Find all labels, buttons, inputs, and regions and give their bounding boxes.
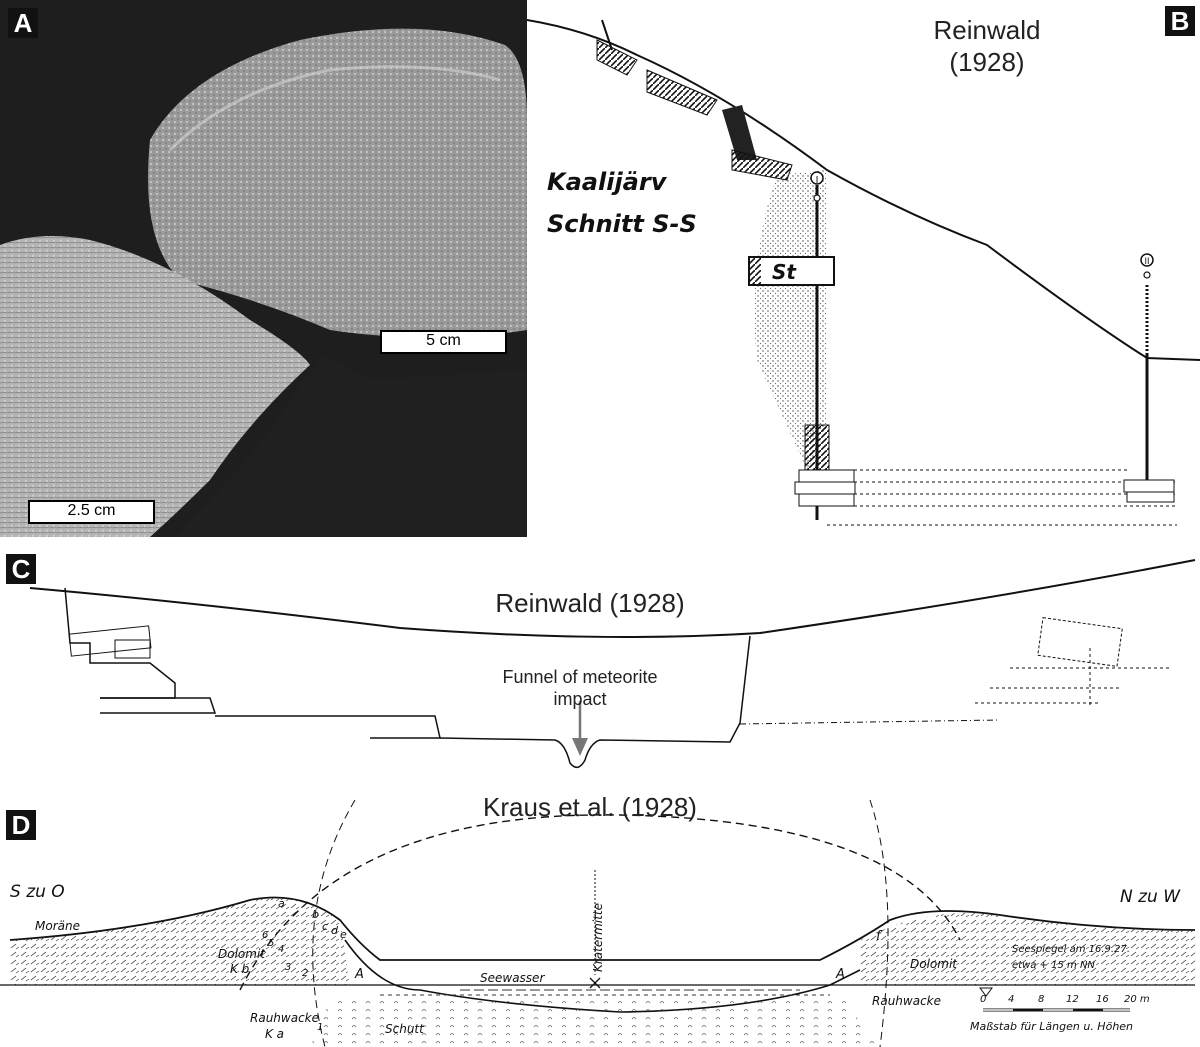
hand-label-schnitt: Schnitt S-S — [547, 210, 697, 238]
panel-b-title: Reinwald (1928) — [887, 14, 1087, 78]
scale-tick-16: 16 — [1096, 994, 1109, 1005]
section-drawing-d: S zu O N zu W Moräne Dolomit K b Rauhwac… — [0, 799, 1196, 1047]
panel-letter-d: D — [6, 810, 36, 840]
label-dolomit-right: Dolomit — [910, 957, 958, 971]
point-a-left: A — [354, 967, 364, 982]
label-n-zu-w: N zu W — [1120, 887, 1181, 907]
scale-tick-4: 4 — [1008, 994, 1014, 1005]
scale-tick-0: 0 — [980, 994, 986, 1005]
panel-b-title-line2: (1928) — [949, 47, 1025, 77]
panel-d-cross-section: S zu O N zu W Moräne Dolomit K b Rauhwac… — [0, 790, 1200, 1047]
panel-letter-c: C — [6, 554, 36, 584]
section-drawing-b: Kaalijärv Schnitt S-S St I II — [527, 19, 1200, 526]
scale-tick-20: 20 m — [1124, 994, 1150, 1005]
layer-number-2: 2 — [302, 968, 308, 979]
label-seespiegel-1: Seespiegel am 16.9.27. — [1012, 944, 1130, 955]
label-dolomit-left: Dolomit — [218, 947, 266, 961]
rock-photo — [0, 0, 527, 537]
hand-label-kaalijarv: Kaalijärv — [547, 168, 668, 196]
ground-surface-d — [9, 896, 1196, 961]
panel-letter-b: B — [1165, 6, 1195, 36]
scale-bar-2-5cm: 2.5 cm — [28, 500, 155, 524]
panel-a-photograph: A 5 cm 2.5 cm — [0, 0, 527, 537]
layer-letter-a: a — [278, 897, 285, 910]
borehole-marker-1: I — [816, 175, 819, 186]
layer-number-6: 6 — [262, 930, 268, 941]
surface-profile-c — [29, 559, 1196, 638]
layer-number-3: 3 — [285, 962, 291, 973]
annotation-funnel-line1: Funnel of meteorite — [502, 667, 658, 687]
panel-b-section: Kaalijärv Schnitt S-S St I II Reinwald (… — [527, 0, 1200, 545]
label-rauhwacke-left: Rauhwacke — [250, 1011, 319, 1025]
panel-letter-a: A — [8, 8, 38, 38]
layer-number-5: 5 — [268, 938, 274, 949]
layer-letter-b: b — [312, 908, 319, 921]
label-seewasser: Seewasser — [480, 971, 545, 985]
debris-cone — [754, 170, 827, 470]
terrain-profile-b — [527, 19, 1200, 361]
scale-tick-12: 12 — [1066, 994, 1079, 1005]
section-drawing-c — [29, 559, 1196, 769]
label-kb: K b — [230, 962, 250, 976]
point-a-right: A — [835, 967, 845, 982]
panel-c-profile: C Reinwald (1928) Funnel of meteorite im… — [0, 548, 1200, 788]
layer-number-4: 4 — [278, 944, 284, 955]
panel-d-title: Kraus et al. (1928) — [483, 792, 697, 822]
scale-caption: Maßstab für Längen u. Höhen — [970, 1020, 1133, 1033]
layer-number-1: 1 — [317, 1022, 323, 1033]
annotation-funnel-line2: impact — [553, 689, 607, 709]
label-moraene: Moräne — [35, 919, 80, 933]
point-f: f — [876, 929, 883, 944]
panel-c-title: Reinwald (1928) — [495, 588, 685, 618]
label-seespiegel-2: etwa + 15 m NN — [1012, 960, 1095, 971]
layer-letter-d: d — [331, 924, 339, 937]
block-label-st: St — [772, 260, 797, 284]
scale-tick-8: 8 — [1038, 994, 1044, 1005]
label-ka: K a — [265, 1027, 284, 1041]
crater-floor-c — [439, 635, 751, 769]
shadow-region — [175, 355, 527, 537]
label-s-zu-o: S zu O — [10, 882, 65, 902]
label-schutt: Schutt — [385, 1022, 425, 1036]
label-kratermitte: Kratermitte — [591, 903, 605, 972]
label-rauhwacke-right: Rauhwacke — [872, 994, 941, 1008]
scale-bar-5cm: 5 cm — [380, 330, 507, 354]
crater-arc — [239, 814, 961, 991]
borehole-marker-2: II — [1144, 256, 1149, 266]
annotation-funnel: Funnel of meteorite impact — [460, 666, 700, 710]
layer-letter-e: e — [340, 928, 347, 941]
lower-rock — [0, 236, 310, 537]
panel-b-title-line1: Reinwald — [933, 15, 1041, 45]
upper-rock — [148, 28, 527, 338]
layer-letter-c: c — [322, 920, 328, 933]
